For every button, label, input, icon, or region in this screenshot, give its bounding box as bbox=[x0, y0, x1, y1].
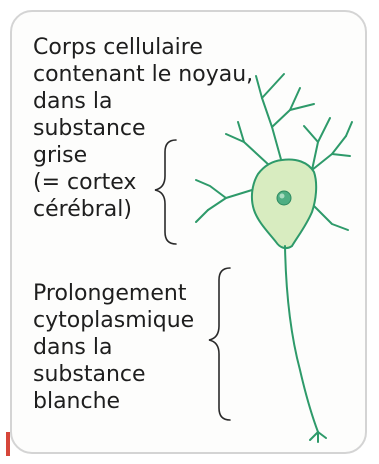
dendrite-left-upper bbox=[226, 134, 270, 166]
dendrite-left bbox=[208, 190, 252, 210]
dendrite-left-branch-a bbox=[196, 180, 226, 198]
dendrite-upper-branch-c bbox=[262, 74, 284, 98]
axon-shaft bbox=[285, 246, 318, 432]
axon-terminal-b bbox=[318, 432, 326, 438]
dendrite-upper-branch-b bbox=[290, 104, 314, 110]
axon-terminal-a bbox=[310, 432, 318, 440]
dendrite-right-branch-b bbox=[346, 122, 352, 136]
nucleus-highlight bbox=[280, 194, 285, 199]
dendrite-upper-branch-a bbox=[272, 88, 300, 127]
dendrite-upper-branch-d bbox=[256, 76, 262, 98]
axon bbox=[285, 246, 326, 442]
nucleus bbox=[277, 191, 291, 205]
dendrite-right-lower bbox=[314, 206, 348, 230]
dendrite-right-branch-a bbox=[332, 154, 350, 156]
dendrite-right-branch-d bbox=[304, 126, 318, 142]
dendrite-left-branch-b bbox=[196, 210, 208, 222]
cell-body-brace bbox=[155, 140, 176, 244]
dendrite-upper bbox=[262, 98, 282, 163]
process-brace bbox=[209, 268, 230, 420]
